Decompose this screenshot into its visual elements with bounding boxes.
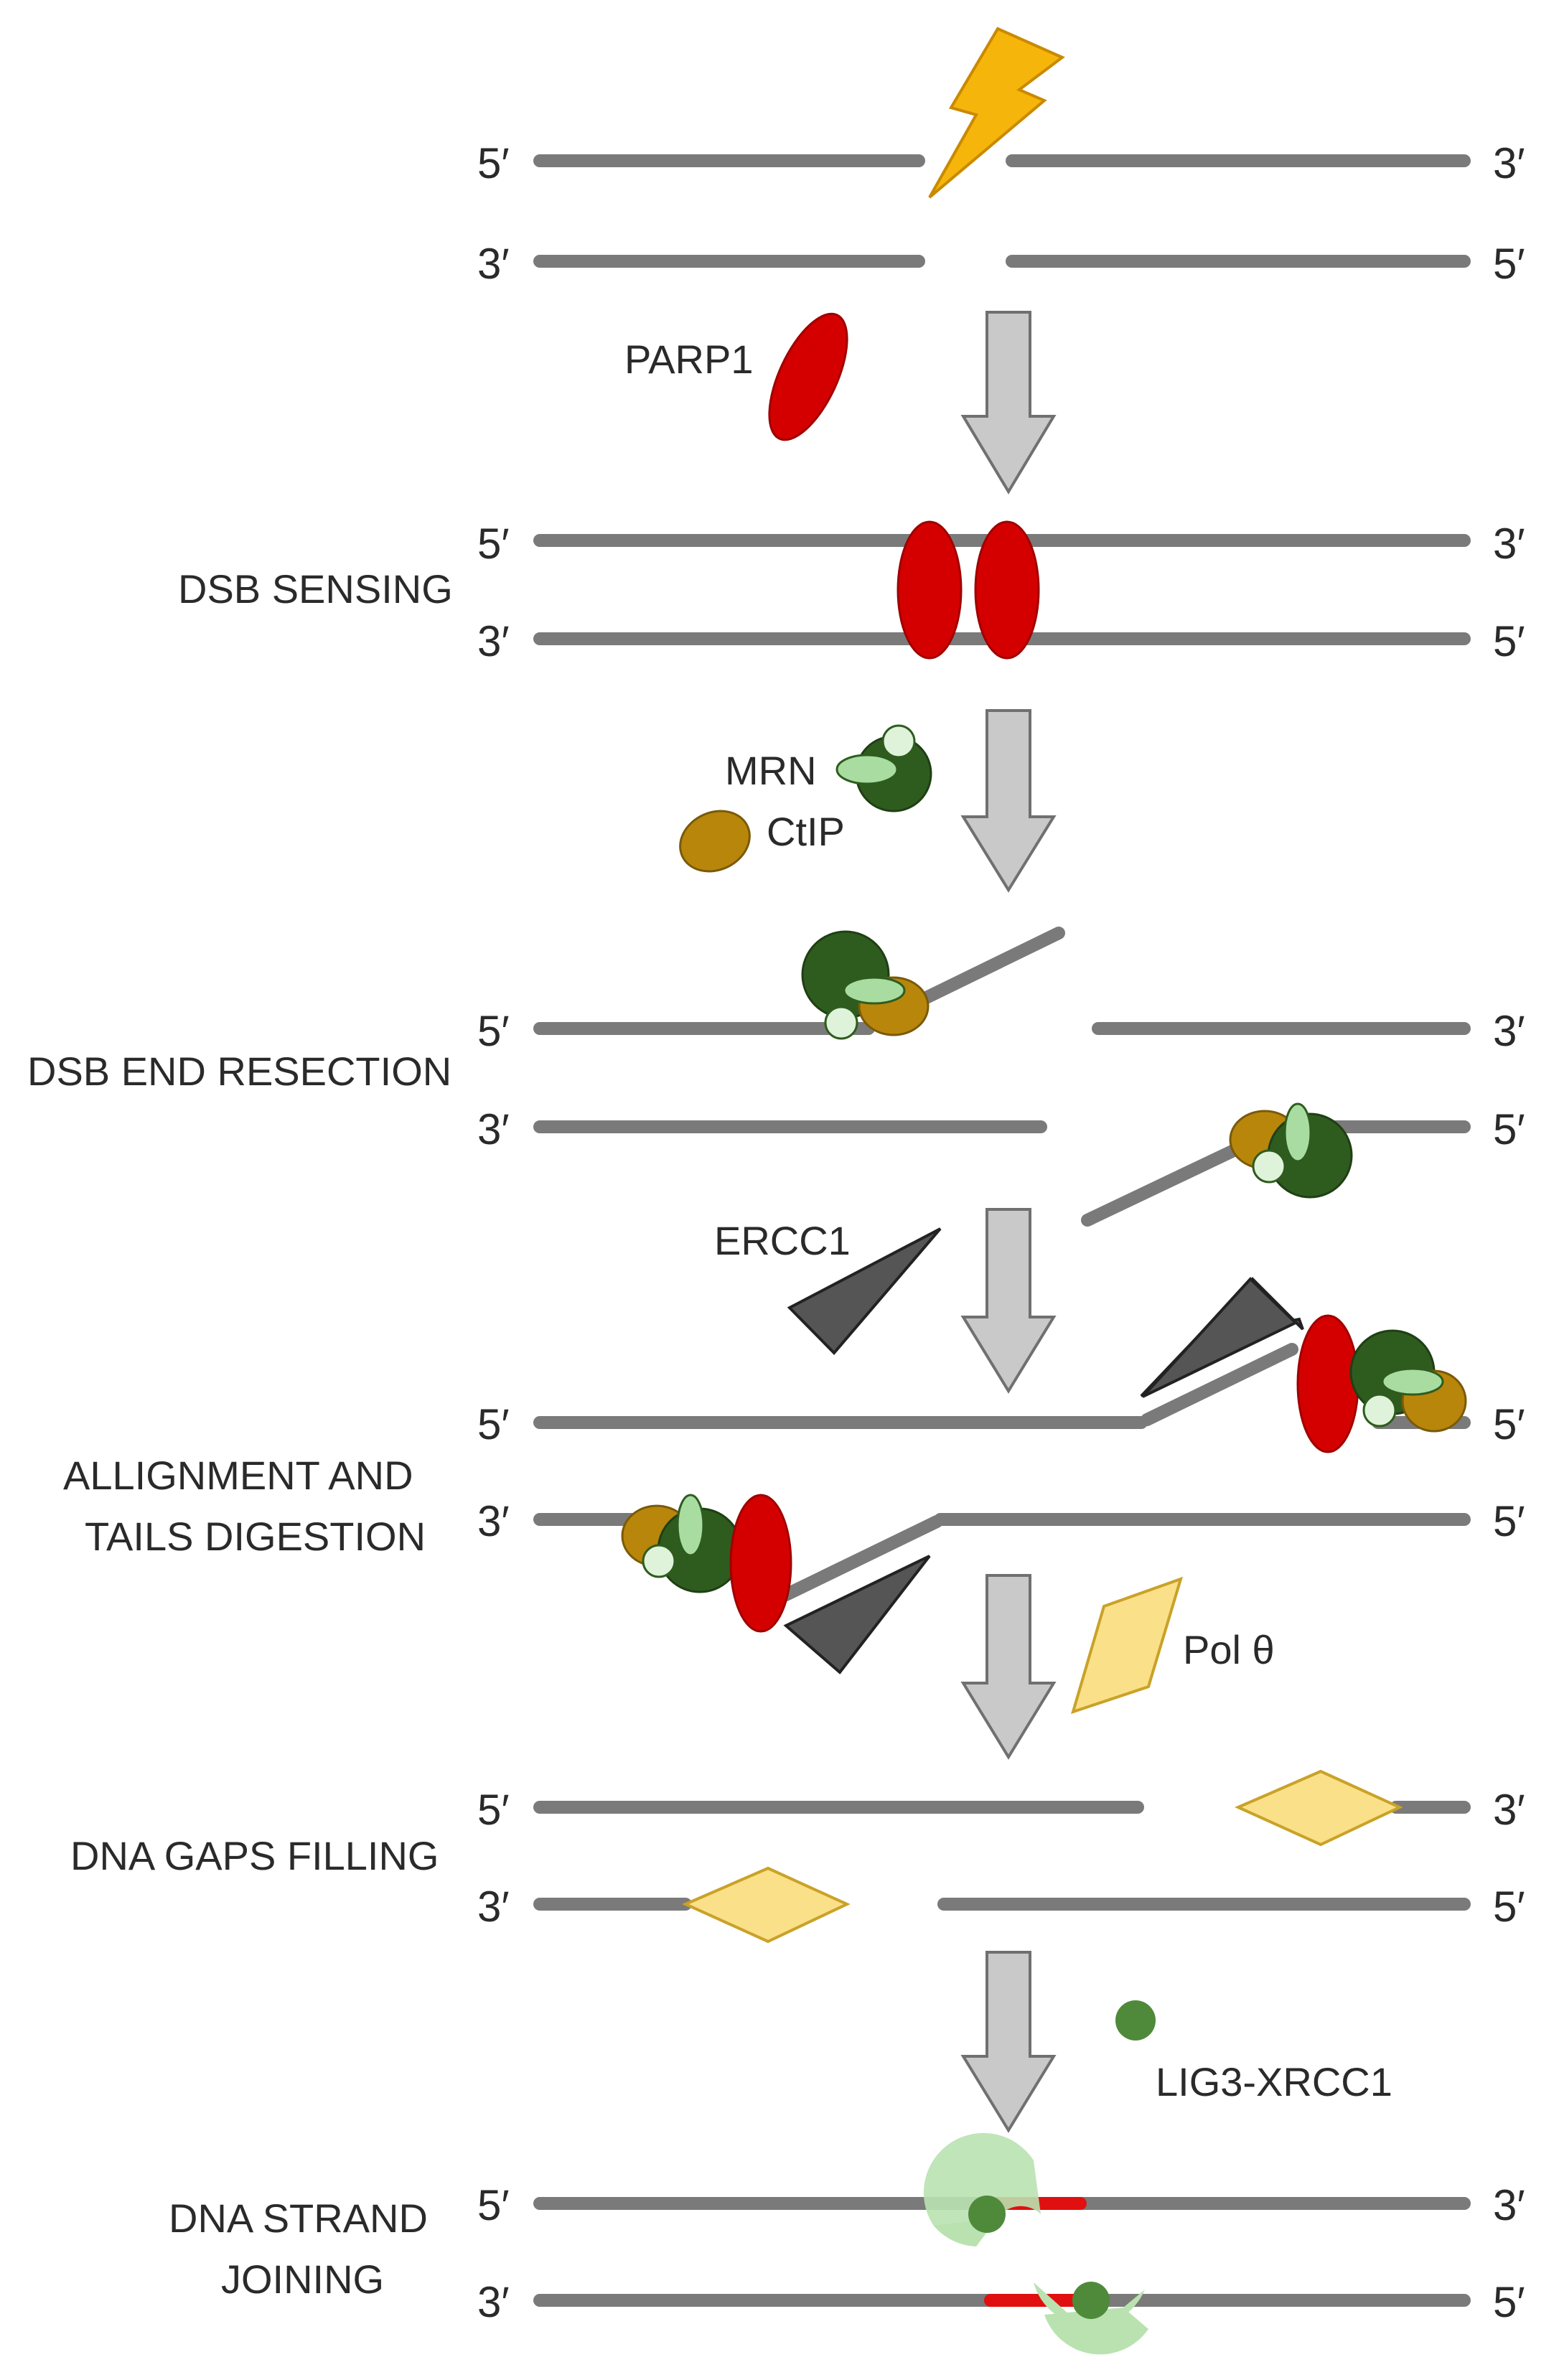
end-label-bottom-left: 3′ <box>477 1497 510 1545</box>
end-label-bottom-left: 3′ <box>477 240 510 288</box>
end-label-top-right: 3′ <box>1493 1007 1525 1055</box>
end-label-top-left: 5′ <box>477 139 510 187</box>
end-label-top-right: 3′ <box>1493 1786 1525 1834</box>
end-label-top-left: 5′ <box>477 520 510 568</box>
step-label-joining-1: DNA STRAND <box>169 2196 428 2241</box>
parp1-icon <box>974 520 1040 660</box>
ctip-label: CtIP <box>767 809 845 854</box>
end-label-bottom-right: 5′ <box>1493 2278 1525 2326</box>
step-label-dsb-sensing: DSB SENSING <box>178 566 453 612</box>
lightning-bolt-icon <box>928 27 1065 199</box>
pol-theta-label: Pol θ <box>1183 1627 1275 1672</box>
mrn-ctip-complex-icon <box>1229 1102 1353 1199</box>
end-label-bottom-right: 5′ <box>1493 1105 1525 1153</box>
step-label-alignment-1: ALLIGNMENT AND <box>63 1453 413 1498</box>
step-arrow-4 <box>960 1574 1057 1760</box>
pol-theta-icon <box>1071 1576 1184 1715</box>
end-label-bottom-left: 3′ <box>477 1105 510 1153</box>
lig3-xrcc1-icon <box>1096 1959 1193 2067</box>
mrn-ctip-complex-icon <box>801 930 930 1040</box>
overhang-bottom <box>1081 1142 1245 1227</box>
step-arrow-2 <box>960 709 1057 893</box>
ercc1-label: ERCC1 <box>714 1218 851 1263</box>
lig3-xrcc1-label: LIG3-XRCC1 <box>1156 2059 1392 2104</box>
mrn-label: MRN <box>725 748 817 793</box>
ercc1-icon <box>783 1555 931 1674</box>
end-label-top-left: 5′ <box>477 1400 510 1448</box>
pol-theta-icon <box>1235 1769 1403 1847</box>
ctip-icon <box>679 810 751 873</box>
step-label-gaps-filling: DNA GAPS FILLING <box>70 1833 439 1878</box>
step-arrow-1 <box>960 311 1057 495</box>
parp1-icon <box>768 312 848 441</box>
lig3-xrcc1-icon <box>1034 2282 1148 2355</box>
parp1-label: PARP1 <box>624 337 753 382</box>
end-label-top-right: 3′ <box>1493 520 1525 568</box>
mrn-icon <box>835 724 932 812</box>
overhang-top <box>905 927 1065 1011</box>
tail-top <box>1141 1343 1298 1426</box>
end-label-bottom-right: 5′ <box>1493 1497 1525 1545</box>
end-label-bottom-right: 5′ <box>1493 617 1525 665</box>
end-label-bottom-left: 3′ <box>477 2278 510 2326</box>
end-label-bottom-right: 5′ <box>1493 240 1525 288</box>
lig3-xrcc1-icon <box>923 2132 1041 2247</box>
end-label-top-right: 3′ <box>1493 2181 1525 2229</box>
end-label-bottom-left: 3′ <box>477 1883 510 1931</box>
end-label-bottom-left: 3′ <box>477 617 510 665</box>
end-label-top-left: 5′ <box>477 1007 510 1055</box>
pol-theta-icon <box>682 1866 851 1944</box>
parp1-icon <box>896 520 963 660</box>
end-label-bottom-right: 5′ <box>1493 1883 1525 1931</box>
ercc1-icon <box>787 1227 942 1355</box>
stage-strand-joining: 5′ 3′ 3′ 5′ DNA STRAND JOINING <box>169 2132 1525 2355</box>
parp-mrn-ctip-complex-icon <box>621 1494 792 1633</box>
stage-gaps-filling: 5′ 3′ 3′ 5′ DNA GAPS FILLING <box>70 1769 1525 1944</box>
end-label-top-left: 5′ <box>477 2181 510 2229</box>
step-arrow-3 <box>960 1208 1057 1394</box>
step-label-joining-2: JOINING <box>221 2257 384 2302</box>
parp-mrn-ctip-complex-icon <box>1296 1314 1467 1453</box>
end-label-top-right: 5′ <box>1493 1400 1525 1448</box>
tail-bottom <box>780 1515 943 1601</box>
end-label-top-right: 3′ <box>1493 139 1525 187</box>
step-label-end-resection: DSB END RESECTION <box>27 1049 451 1094</box>
step-arrow-5 <box>960 1951 1057 2133</box>
step-label-alignment-2: TAILS DIGESTION <box>85 1514 426 1559</box>
stage-dsb-sensing: 5′ 3′ 3′ 5′ DSB SENSING <box>178 520 1525 665</box>
end-label-top-left: 5′ <box>477 1786 510 1834</box>
stage-alignment: 5′ 5′ 3′ 5′ ALLIGNMENT AND TAILS DIGESTI… <box>63 1277 1525 1674</box>
stage-initial-break: 5′ 3′ 3′ 5′ <box>477 27 1525 288</box>
stage-end-resection: 5′ 3′ 3′ 5′ DSB END RESECTION <box>27 927 1525 1227</box>
ercc1-icon-fill <box>1141 1277 1298 1398</box>
